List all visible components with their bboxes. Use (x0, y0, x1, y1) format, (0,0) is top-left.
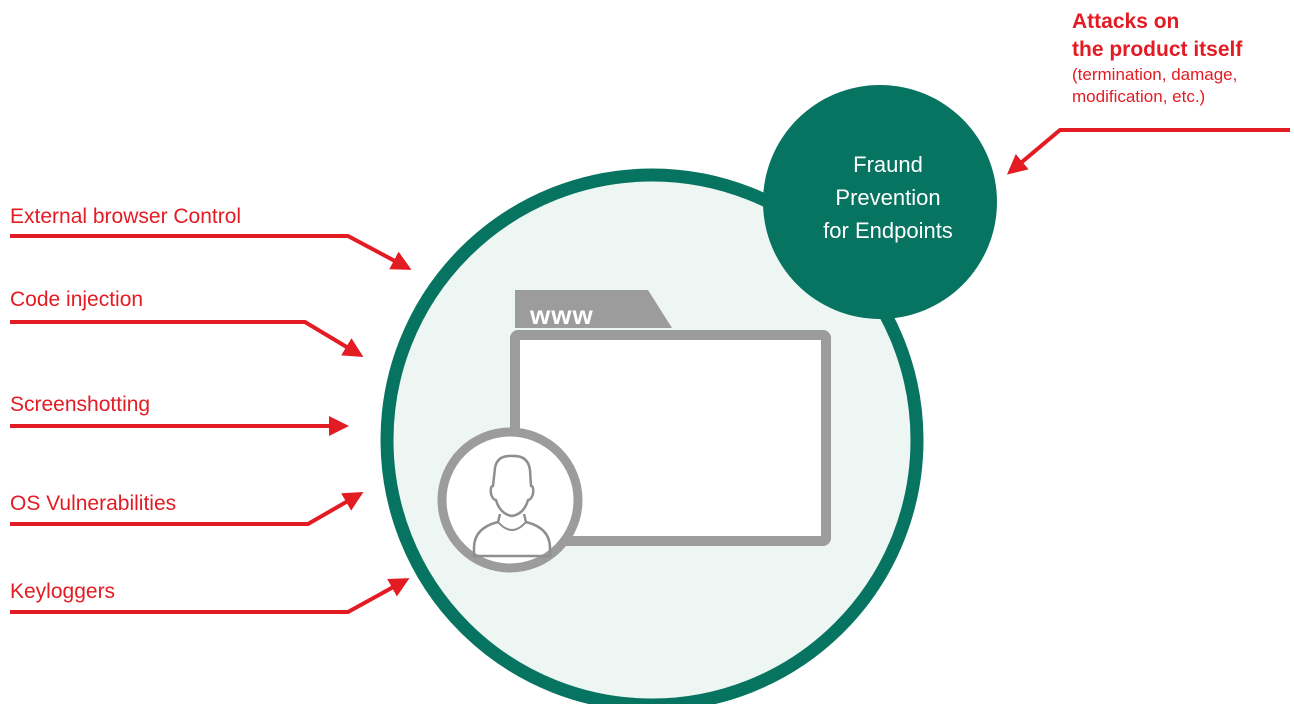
badge-line-2: Prevention (835, 185, 941, 210)
threat-label-os-vulnerabilities: OS Vulnerabilities (10, 492, 177, 515)
product-badge-circle (763, 85, 997, 319)
arrow-icon (10, 492, 364, 526)
threat-label-screenshotting: Screenshotting (10, 393, 151, 416)
arrow-icon (1006, 128, 1290, 175)
user-icon (437, 427, 583, 573)
badge-line-1: Fraund (853, 152, 923, 177)
attack-detail-line-1: (termination, damage, (1072, 65, 1238, 84)
threat-label-keyloggers: Keyloggers (10, 580, 116, 603)
arrow-icon (10, 578, 410, 614)
browser-tab-www: www (530, 300, 594, 330)
attack-title-line-2: the product itself (1072, 38, 1243, 61)
threat-label-external-browser-control: External browser Control (10, 205, 242, 228)
attack-on-product-label: Attacks on the product itself (terminati… (1072, 8, 1242, 108)
arrow-icon (10, 320, 364, 358)
badge-line-3: for Endpoints (823, 218, 953, 243)
arrow-icon (10, 234, 412, 270)
threat-label-code-injection: Code injection (10, 288, 144, 311)
attack-title-line-1: Attacks on (1072, 10, 1180, 33)
product-badge-text: Fraund Prevention for Endpoints (770, 148, 1006, 247)
attack-detail-line-2: modification, etc.) (1072, 87, 1206, 106)
